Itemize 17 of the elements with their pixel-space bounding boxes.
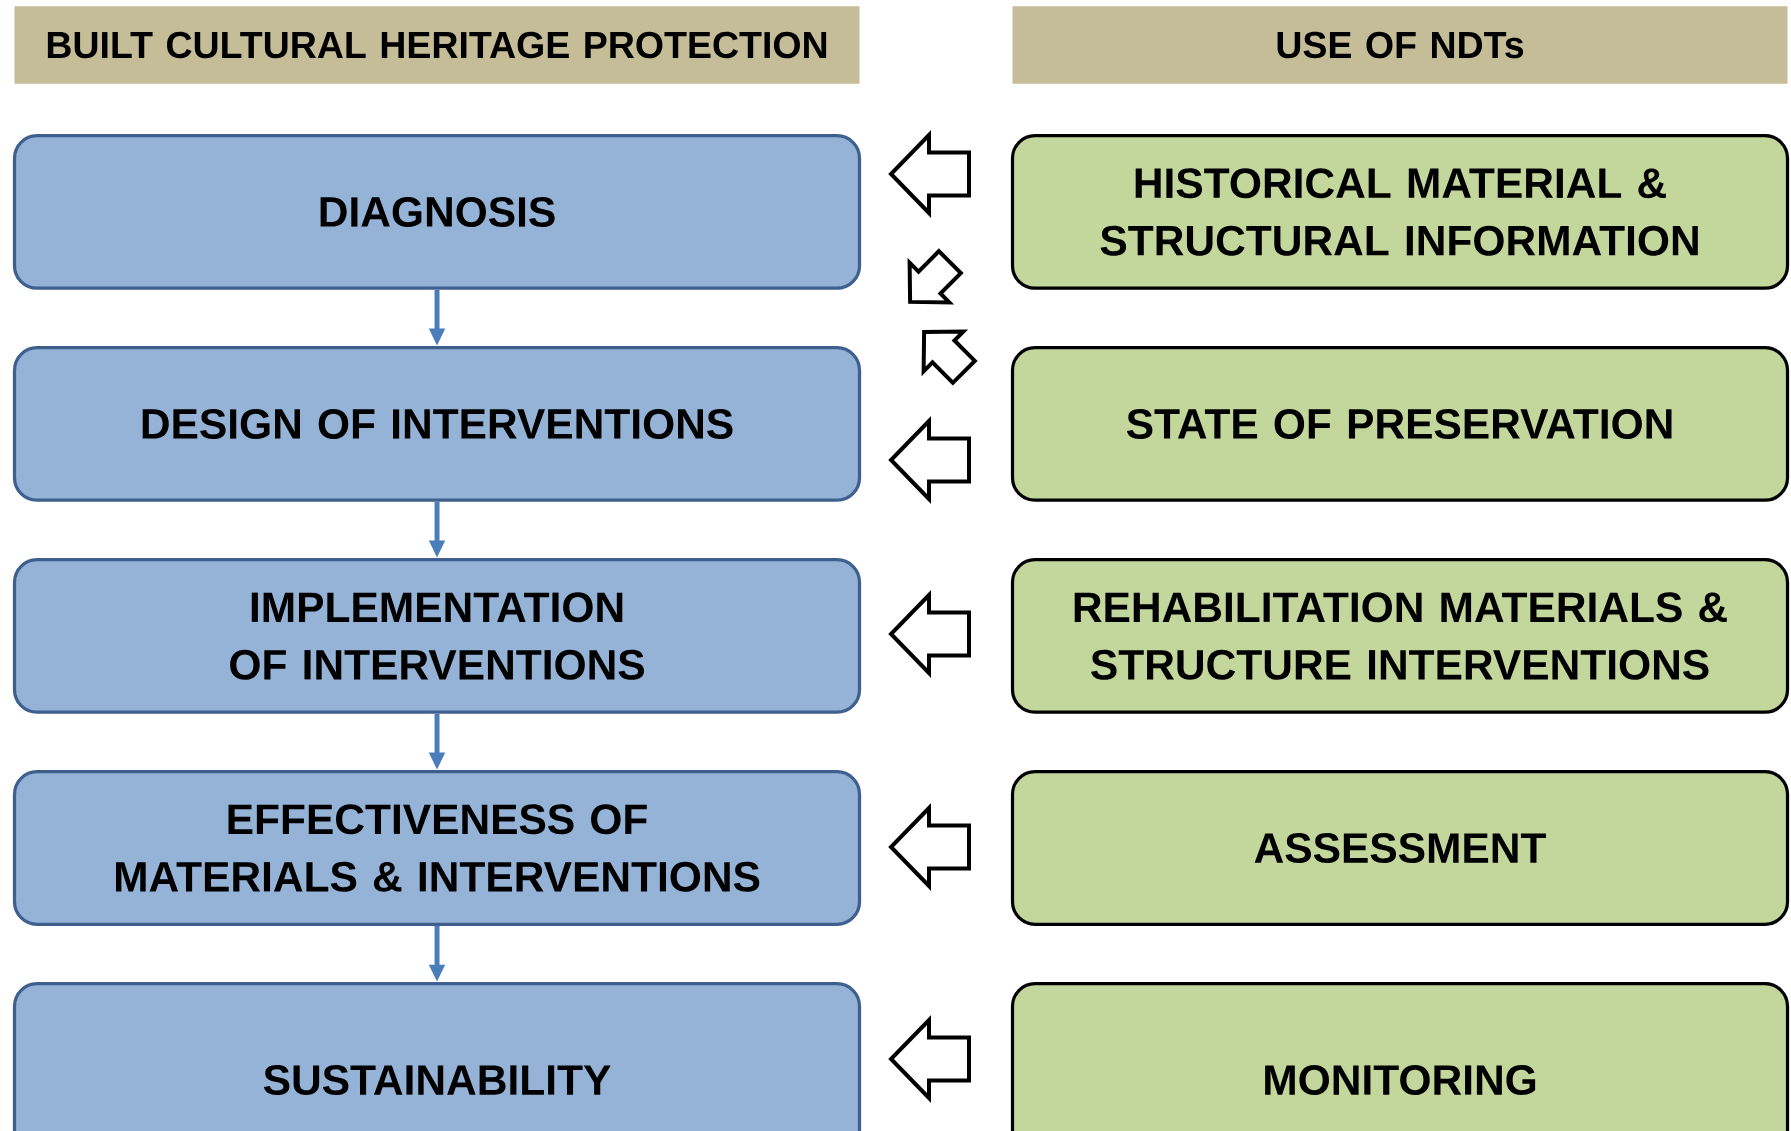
ndt-box: REHABILITATION MATERIALS & STRUCTURE INTERVENTIONS — [1010, 558, 1790, 714]
block-arrow — [888, 803, 971, 891]
block-arrow — [888, 416, 971, 504]
block-arrow — [888, 590, 971, 678]
ndt-box: ASSESSMENT — [1010, 770, 1790, 926]
process-box: DIAGNOSIS — [12, 134, 862, 290]
process-box: IMPLEMENTATION OF INTERVENTIONS — [12, 558, 862, 714]
process-box: SUSTAINABILITY — [12, 982, 862, 1131]
ndt-box: MONITORING — [1010, 982, 1790, 1131]
process-box: DESIGN OF INTERVENTIONS — [12, 346, 862, 502]
ndt-box: HISTORICAL MATERIAL & STRUCTURAL INFORMATION — [1010, 134, 1790, 290]
header-band: BUILT CULTURAL HERITAGE PROTECTION — [14, 6, 860, 84]
block-arrow — [888, 1015, 971, 1103]
header-band: USE OF NDTs — [1012, 6, 1788, 84]
ndt-box: STATE OF PRESERVATION — [1010, 346, 1790, 502]
process-box: EFFECTIVENESS OF MATERIALS & INTERVENTIONS — [12, 770, 862, 926]
block-arrow — [888, 130, 971, 218]
